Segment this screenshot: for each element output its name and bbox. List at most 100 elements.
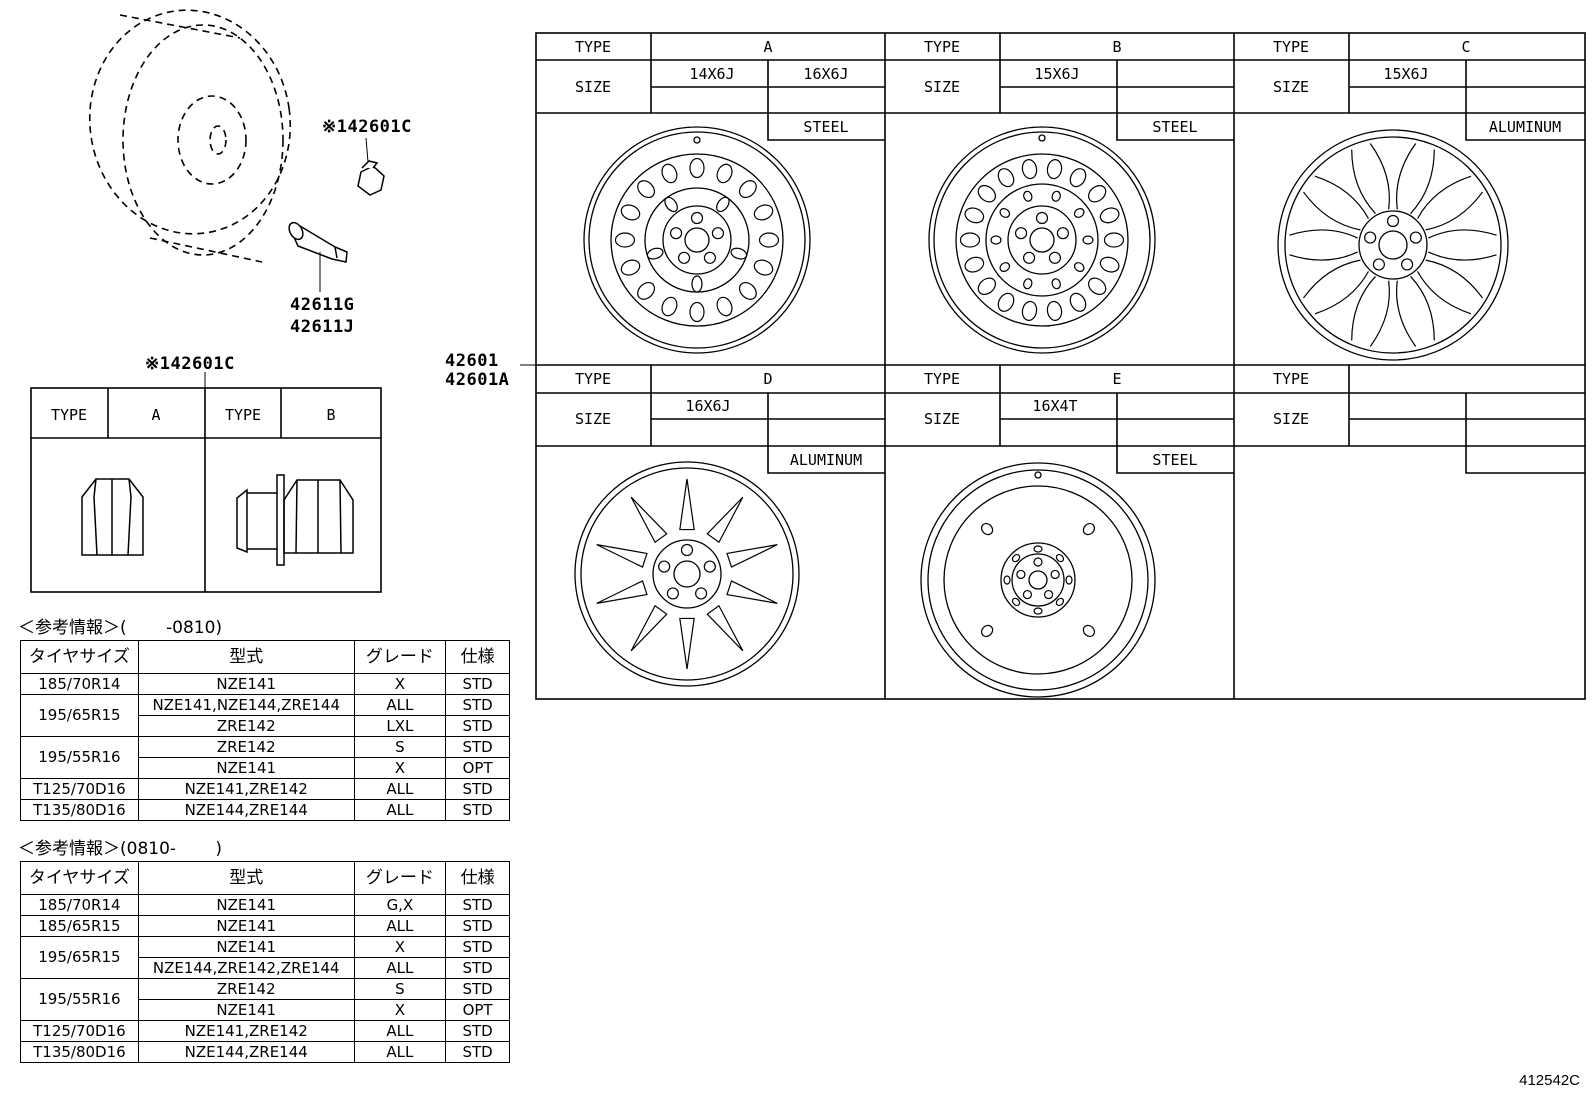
nut-type-b: B	[326, 406, 335, 424]
wheel-b-illustration	[928, 126, 1156, 354]
tire-size-cell: T125/70D16	[20, 778, 139, 800]
wheel-a-material: STEEL	[803, 118, 848, 136]
tire-size-cell: 195/65R15	[20, 694, 139, 737]
lug-nut-icon	[357, 160, 385, 196]
wheel-c-material: ALUMINUM	[1489, 118, 1561, 136]
ref-header-cell: タイヤサイズ	[20, 861, 139, 895]
grade-cell: X	[353, 936, 447, 958]
wheel-type-e: E	[1112, 370, 1121, 388]
callout-wheel-42601: 42601	[445, 351, 499, 371]
ref-table-1-title: ＜参考情報＞( -0810)	[18, 618, 223, 638]
tire-size-cell: 195/55R16	[20, 736, 139, 779]
nut-type-a: A	[151, 406, 160, 424]
grade-cell: ALL	[353, 799, 447, 821]
model-cell: NZE141,NZE144,ZRE144	[137, 694, 355, 716]
model-cell: NZE141	[137, 757, 355, 779]
model-cell: ZRE142	[137, 978, 355, 1000]
size-label: SIZE	[575, 410, 611, 428]
grade-cell: ALL	[353, 915, 447, 937]
tire-size-cell: 185/70R14	[20, 673, 139, 695]
spec-cell: STD	[445, 894, 510, 916]
spec-cell: STD	[445, 715, 510, 737]
spec-cell: STD	[445, 778, 510, 800]
model-cell: NZE141	[137, 999, 355, 1021]
spec-cell: STD	[445, 936, 510, 958]
callout-nut-ref-table: ※142601C	[145, 354, 235, 374]
tire-size-cell: T125/70D16	[20, 1020, 139, 1042]
wheel-a-illustration	[583, 126, 811, 354]
size-label: SIZE	[924, 410, 960, 428]
nut-type-a-icon	[81, 478, 144, 556]
grade-cell: G,X	[353, 894, 447, 916]
model-cell: NZE141,ZRE142	[137, 778, 355, 800]
wheel-type-c: C	[1461, 38, 1470, 56]
callout-wheel-42601a: 42601A	[445, 370, 510, 390]
tire-size-cell: T135/80D16	[20, 1041, 139, 1063]
size-label: SIZE	[575, 78, 611, 96]
model-cell: NZE141	[137, 936, 355, 958]
ref-header-cell: グレード	[353, 861, 447, 895]
spec-cell: STD	[445, 957, 510, 979]
wheel-a-size-2: 16X6J	[803, 65, 848, 83]
model-cell: NZE141	[137, 894, 355, 916]
type-label: TYPE	[924, 38, 960, 56]
callout-valve-42611g: 42611G	[290, 295, 355, 315]
nut-table-labels: TYPE A TYPE B	[51, 406, 336, 424]
grade-cell: X	[353, 757, 447, 779]
grade-cell: S	[353, 978, 447, 1000]
size-label: SIZE	[924, 78, 960, 96]
wheel-b-size-1: 15X6J	[1034, 65, 1079, 83]
ref-table-2-title: ＜参考情報＞(0810- )	[18, 839, 223, 859]
spec-cell: STD	[445, 915, 510, 937]
model-cell: NZE144,ZRE144	[137, 1041, 355, 1063]
spec-cell: OPT	[445, 999, 510, 1021]
tire-size-cell: 195/65R15	[20, 936, 139, 979]
ref-header-cell: 仕様	[445, 640, 510, 674]
ref-header-cell: 型式	[137, 640, 355, 674]
type-label: TYPE	[575, 38, 611, 56]
grade-cell: LXL	[353, 715, 447, 737]
callout-nut-ref-top: ※142601C	[322, 117, 412, 137]
model-cell: NZE141	[137, 915, 355, 937]
grade-cell: ALL	[353, 1020, 447, 1042]
model-cell: NZE141,ZRE142	[137, 1020, 355, 1042]
spec-cell: STD	[445, 736, 510, 758]
wheel-b-material: STEEL	[1152, 118, 1197, 136]
wheel-e-illustration	[920, 462, 1156, 698]
wheel-e-material: STEEL	[1152, 451, 1197, 469]
tire-size-cell: T135/80D16	[20, 799, 139, 821]
grade-cell: X	[353, 999, 447, 1021]
grade-cell: ALL	[353, 1041, 447, 1063]
wheel-c-illustration	[1277, 129, 1509, 361]
grade-cell: ALL	[353, 957, 447, 979]
type-label: TYPE	[1273, 370, 1309, 388]
spec-cell: STD	[445, 1020, 510, 1042]
ref-header-cell: タイヤサイズ	[20, 640, 139, 674]
tire-illustration	[88, 9, 292, 263]
model-cell: NZE141	[137, 673, 355, 695]
spec-cell: OPT	[445, 757, 510, 779]
type-label: TYPE	[575, 370, 611, 388]
spec-cell: STD	[445, 799, 510, 821]
model-cell: ZRE142	[137, 715, 355, 737]
type-label: TYPE	[924, 370, 960, 388]
grade-cell: ALL	[353, 694, 447, 716]
tire-size-cell: 185/65R15	[20, 915, 139, 937]
grade-cell: X	[353, 673, 447, 695]
wheel-grid-labels: TYPE TYPE TYPE TYPE TYPE TYPE SIZE SIZE …	[575, 38, 1561, 469]
grade-cell: S	[353, 736, 447, 758]
wheel-d-material: ALUMINUM	[790, 451, 862, 469]
